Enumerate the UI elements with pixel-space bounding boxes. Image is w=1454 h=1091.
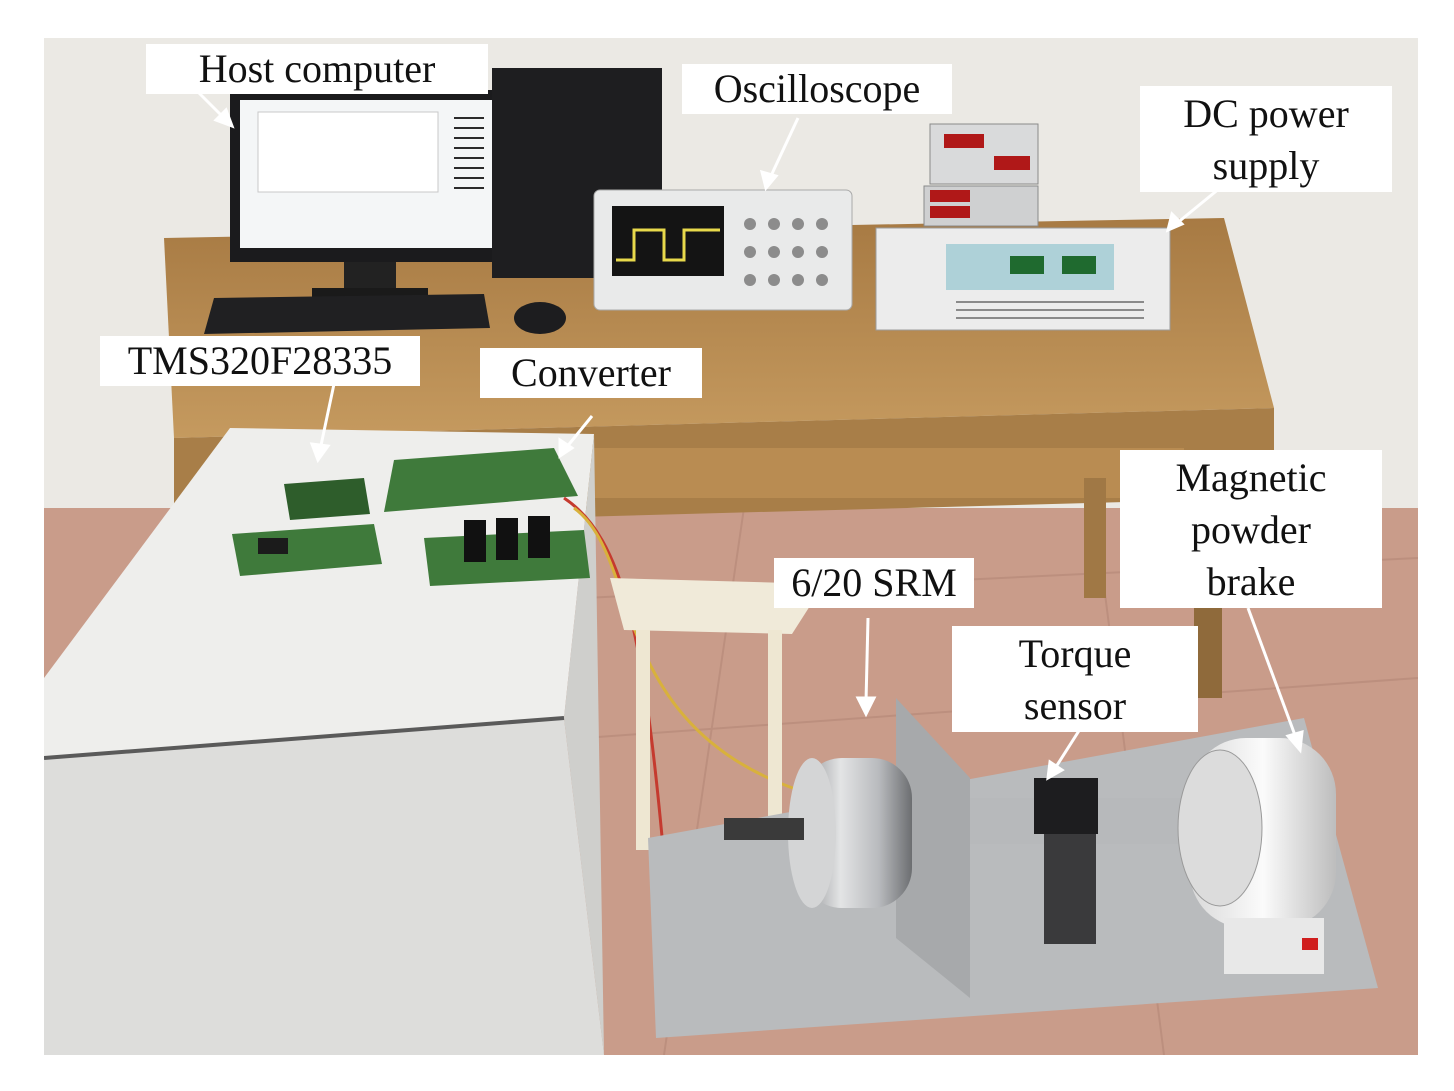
keyboard [204, 294, 490, 334]
label-magnetic-line3: brake [1206, 559, 1296, 604]
dc-power-supply-device [875, 123, 1171, 331]
dsp-board [232, 478, 382, 576]
label-magnetic-line2: powder [1191, 507, 1311, 552]
label-dsp: TMS320F28335 [100, 336, 420, 386]
label-dc-power-supply: DC power supply [1140, 86, 1392, 192]
annotation-arrows [182, 76, 1304, 781]
brake-device [1177, 738, 1336, 974]
label-srm: 6/20 SRM [774, 558, 974, 608]
label-torque-line2: sensor [1023, 683, 1127, 728]
label-dc-power-line1: DC power [1183, 91, 1349, 136]
label-torque-sensor: Torque sensor [952, 626, 1198, 732]
label-converter: Converter [480, 348, 702, 398]
label-magnetic-line1: Magnetic [1175, 455, 1327, 500]
label-host-computer: Host computer [146, 44, 488, 94]
stool [610, 578, 824, 850]
test-bench-photo: Host computer Oscilloscope DC power supp… [44, 38, 1418, 1055]
oscilloscope-device [593, 189, 853, 311]
converter-board [384, 448, 590, 586]
white-bench [44, 428, 604, 1055]
srm-motor [724, 698, 970, 998]
label-oscilloscope: Oscilloscope [682, 64, 952, 114]
mouse [514, 302, 566, 334]
monitor [230, 90, 502, 298]
label-torque-line1: Torque [1018, 631, 1132, 676]
label-dc-power-line2: supply [1212, 143, 1320, 188]
label-magnetic-powder-brake: Magnetic powder brake [1120, 450, 1382, 608]
